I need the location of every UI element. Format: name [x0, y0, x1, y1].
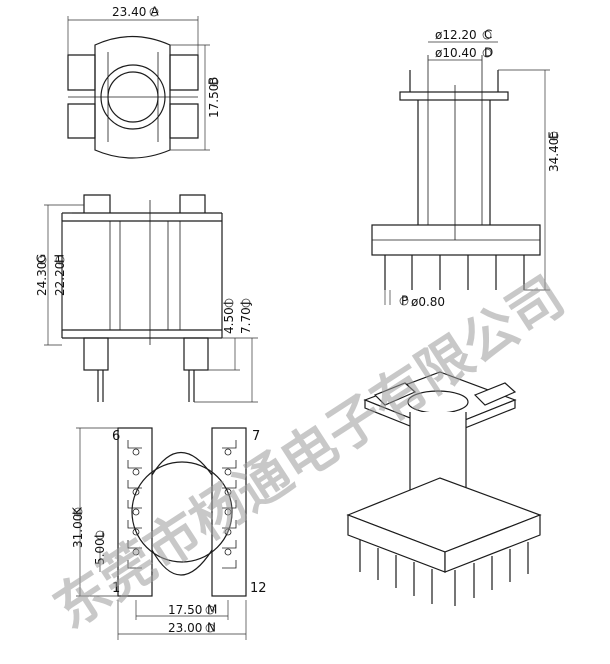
- bottom-right-rail: [211, 427, 247, 597]
- svg-text:A: A: [151, 5, 160, 19]
- svg-text:C: C: [484, 28, 492, 42]
- side-view: ø12.20 C ø10.40 D 34.40 E P ø0.80: [371, 28, 561, 309]
- pin-pitch-label: 5.00: [93, 538, 107, 565]
- row-spacing-label: 17.50: [168, 603, 202, 617]
- svg-text:M: M: [207, 603, 217, 617]
- bottom-left-pad: [67, 103, 96, 139]
- left-comb: [127, 440, 142, 569]
- bottom-right-pad: [169, 103, 199, 139]
- right-comb: [222, 440, 237, 569]
- bobbin-outer-circle: [100, 64, 166, 130]
- isometric-view: 6: [346, 371, 542, 606]
- svg-text:P: P: [401, 294, 408, 308]
- bottom-view: 6 7 1 12 31.00 K 5.00 L 17.50 M 23.00 N: [71, 427, 267, 640]
- bottom-width-label: 23.00: [168, 621, 202, 635]
- pin-label-1: 1: [112, 581, 120, 596]
- svg-text:K: K: [71, 506, 85, 515]
- pin-label-12: 12: [250, 581, 267, 596]
- bottom-core-circle: [131, 461, 233, 563]
- bottom-height-label: 31.00: [71, 514, 85, 548]
- bottom-left-rail: [117, 427, 153, 597]
- top-left-pad: [67, 54, 96, 91]
- outer-diameter-label: ø12.20: [435, 28, 477, 42]
- front-outer-height-label: 24.30: [35, 262, 49, 296]
- bobbin-inner-circle: [107, 71, 159, 123]
- iso-pins: [359, 540, 529, 606]
- svg-text:B: B: [207, 77, 221, 85]
- svg-text:L: L: [93, 531, 107, 538]
- svg-text:G: G: [35, 254, 49, 263]
- svg-text:D: D: [484, 46, 493, 60]
- front-view: 24.30 G 22.20 H 4.50 I 7.70 J: [35, 194, 258, 403]
- top-width-label: 23.40: [112, 5, 146, 19]
- side-pins: [384, 255, 525, 290]
- svg-text:H: H: [53, 254, 67, 263]
- pin-short-length-label: 4.50: [222, 307, 236, 334]
- svg-text:E: E: [547, 131, 561, 139]
- top-right-pad: [169, 54, 199, 91]
- pin-label-6: 6: [112, 429, 120, 444]
- top-height-label: 17.50: [207, 84, 221, 118]
- top-view: 23.40 A 17.50 B: [67, 5, 221, 159]
- front-inner-height-label: 22.20: [53, 262, 67, 296]
- inner-diameter-label: ø10.40: [435, 46, 477, 60]
- svg-text:J: J: [239, 301, 253, 306]
- svg-text:I: I: [222, 301, 236, 305]
- side-height-label: 34.40: [547, 138, 561, 172]
- svg-text:N: N: [207, 621, 216, 635]
- side-top-flange: [399, 91, 509, 101]
- pin-diameter-label: ø0.80: [411, 295, 445, 309]
- pin-long-length-label: 7.70: [239, 307, 253, 334]
- pin-label-7: 7: [252, 429, 260, 444]
- company-watermark: 东莞市杨通电子有限公司: [43, 265, 575, 641]
